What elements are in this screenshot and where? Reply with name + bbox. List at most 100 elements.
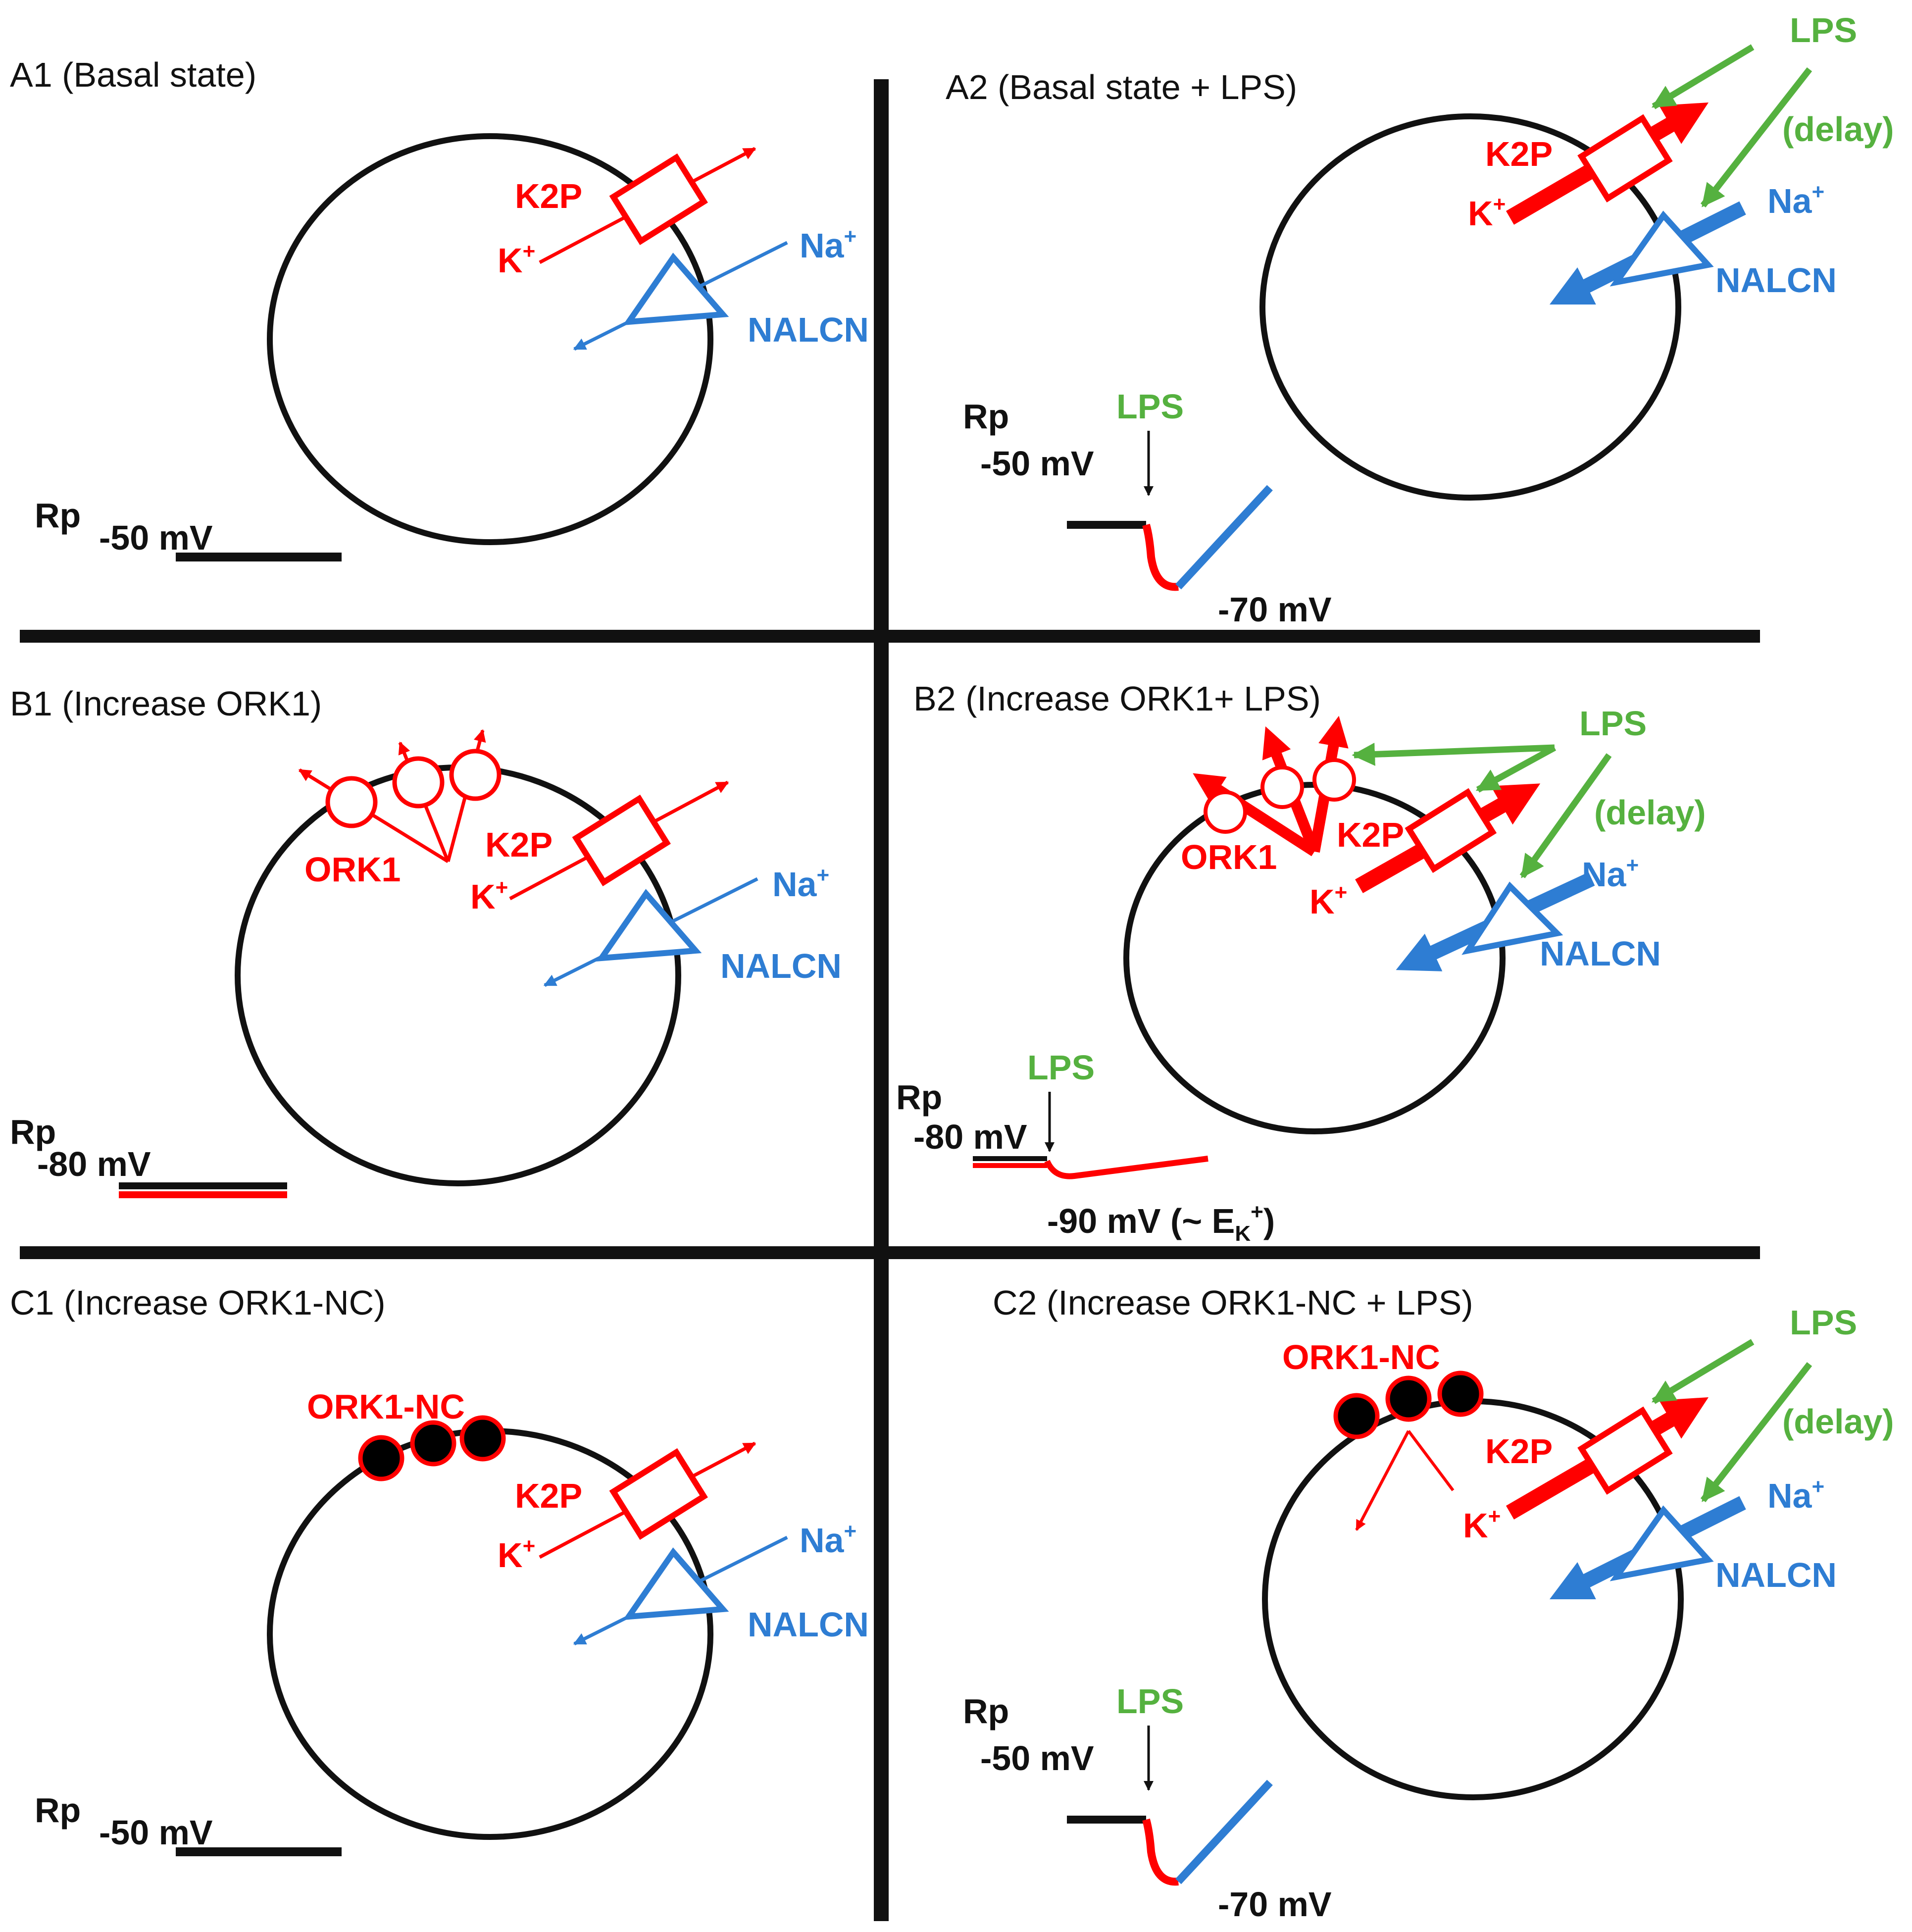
nalcn-label: NALCN [720, 947, 842, 985]
trace-hyperpolarization [1142, 523, 1179, 591]
rp-label: Rp [896, 1078, 942, 1117]
panel-dividers [20, 79, 1760, 1921]
k2p-channel [1577, 114, 1673, 203]
ork1-channel [392, 756, 445, 809]
panel-a1: A1 (Basal state) K2P K+ Na+ NALCN Rp -50… [10, 55, 869, 561]
k2p-label: K2P [485, 825, 553, 864]
k-ion-label: K+ [1468, 192, 1506, 233]
ork1-channel [325, 776, 378, 828]
delay-label: (delay) [1594, 793, 1706, 832]
lps-arrow-to-k2p [1651, 44, 1755, 109]
panel-b2-title: B2 (Increase ORK1+ LPS) [913, 679, 1321, 718]
ork1-nc-label: ORK1-NC [307, 1387, 465, 1426]
k2p-label: K2P [1337, 815, 1404, 854]
na-ion-label: Na+ [772, 863, 829, 904]
ork1-channel [449, 749, 502, 801]
panel-c2: C2 (Increase ORK1-NC + LPS) ORK1-NC K2P … [963, 1283, 1894, 1924]
end-potential-label: -70 mV [1218, 1885, 1332, 1924]
lps-arrow-to-k2p [1651, 1339, 1755, 1404]
rp-label: Rp [10, 1113, 56, 1151]
panel-a2: A2 (Basal state + LPS) K2P K+ Na+ NALCN … [946, 11, 1894, 629]
panel-a1-title: A1 (Basal state) [10, 55, 256, 94]
ork1-nc-efflux-arrow-2 [1407, 1430, 1455, 1491]
trace-lps-label: LPS [1116, 387, 1184, 426]
lps-arrow-to-nalcn [1700, 67, 1812, 208]
ork1-efflux-arrow-1 [298, 768, 449, 863]
k2p-channel [609, 1448, 708, 1540]
k2p-channel [1405, 788, 1497, 873]
ork1-channel [1204, 790, 1247, 834]
lps-arrow-to-k2p [1475, 745, 1557, 793]
k2p-label: K2P [1485, 1432, 1553, 1471]
nalcn-label: NALCN [748, 310, 869, 349]
rest-potential-label: -50 mV [99, 518, 213, 557]
ork1-nc-channel [1385, 1375, 1432, 1422]
panel-b2: B2 (Increase ORK1+ LPS) ORK1 K2P K+ Na+ … [896, 679, 1706, 1246]
k2p-channel [609, 153, 708, 245]
cell-membrane [1259, 113, 1681, 501]
nalcn-channel [1461, 881, 1563, 955]
nalcn-channel [622, 253, 729, 325]
lps-label: LPS [1790, 11, 1857, 50]
trace-hyperpolarization [1142, 1818, 1179, 1886]
cell-membrane [267, 133, 713, 545]
panel-b1: B1 (Increase ORK1) ORK1 K2P K+ Na+ NALCN… [10, 684, 842, 1198]
ork1-channel [1312, 758, 1356, 802]
ork1-nc-channel [1437, 1371, 1484, 1417]
k-ion-label: K+ [1463, 1504, 1501, 1545]
end-potential-label: -90 mV (~ EK+) [1047, 1200, 1275, 1246]
k-ion-label: K+ [498, 1534, 535, 1575]
rp-label: Rp [963, 397, 1009, 436]
trace-lps-label: LPS [1027, 1048, 1095, 1087]
delay-label: (delay) [1782, 110, 1894, 149]
ork1-nc-channel [1333, 1393, 1380, 1439]
nalcn-channel [622, 1547, 729, 1620]
ork1-label: ORK1 [304, 850, 401, 889]
panel-c2-title: C2 (Increase ORK1-NC + LPS) [993, 1283, 1473, 1322]
rp-label: Rp [35, 496, 81, 535]
ork1-channel [1260, 765, 1304, 809]
na-ion-label: Na+ [1582, 853, 1639, 894]
nalcn-label: NALCN [1540, 934, 1661, 973]
trace-depolarization [1175, 1779, 1273, 1884]
nalcn-channel [1610, 1505, 1714, 1581]
panel-a2-title: A2 (Basal state + LPS) [946, 68, 1297, 106]
panel-c1: C1 (Increase ORK1-NC) ORK1-NC K2P K+ Na+… [10, 1283, 869, 1856]
lps-label: LPS [1790, 1303, 1857, 1342]
k2p-channel [572, 794, 671, 886]
rest-potential-label: -50 mV [99, 1813, 213, 1852]
k2p-label: K2P [1485, 135, 1553, 173]
rest-potential-label: -80 mV [913, 1118, 1027, 1156]
na-ion-label: Na+ [1767, 1474, 1824, 1515]
ork1-nc-channel [459, 1415, 506, 1462]
k2p-channel [1577, 1406, 1673, 1495]
lps-label: LPS [1579, 704, 1647, 743]
ork1-nc-label: ORK1-NC [1282, 1338, 1440, 1376]
k2p-label: K2P [515, 177, 582, 215]
lps-arrow-to-nalcn [1519, 753, 1612, 878]
k-ion-label: K+ [1309, 880, 1347, 921]
lps-arrow-to-nalcn [1700, 1362, 1812, 1503]
delay-label: (delay) [1782, 1402, 1894, 1441]
lps-arrow-to-ork1 [1352, 743, 1555, 766]
rest-potential-label: -80 mV [37, 1145, 151, 1183]
rest-potential-label: -50 mV [980, 444, 1094, 483]
nalcn-channel [595, 889, 702, 962]
ork1-nc-channel [410, 1420, 456, 1467]
nalcn-channel [1610, 210, 1714, 287]
trace-hyperpolarization [1044, 1156, 1208, 1179]
rp-label: Rp [963, 1692, 1009, 1730]
panel-c1-title: C1 (Increase ORK1-NC) [10, 1283, 386, 1322]
ork1-label: ORK1 [1181, 838, 1277, 876]
na-ion-label: Na+ [1767, 180, 1824, 220]
nalcn-label: NALCN [1715, 261, 1837, 300]
end-potential-label: -70 mV [1218, 590, 1332, 629]
na-ion-label: Na+ [800, 1519, 856, 1560]
rest-potential-label: -50 mV [980, 1739, 1094, 1778]
ork1-nc-channel [358, 1435, 404, 1481]
nalcn-label: NALCN [748, 1605, 869, 1644]
nalcn-label: NALCN [1715, 1556, 1837, 1594]
trace-lps-label: LPS [1116, 1682, 1184, 1721]
trace-depolarization [1175, 485, 1273, 590]
